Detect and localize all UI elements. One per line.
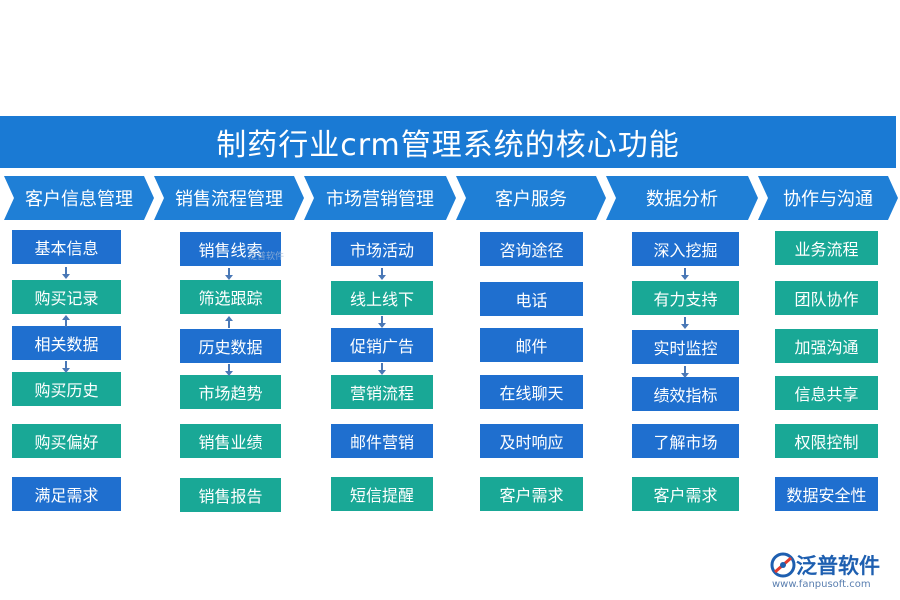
item-realtime-monitoring: 实时监控: [632, 330, 739, 364]
item-data-security: 数据安全性: [775, 477, 878, 511]
logo-brand-name: 泛普软件: [796, 554, 880, 578]
column-header-marketing: 市场营销管理: [304, 176, 456, 220]
title-bar: 制药行业crm管理系统的核心功能: [0, 116, 896, 168]
item-consult-channels: 咨询途径: [480, 232, 583, 266]
item-sms-reminder: 短信提醒: [331, 477, 433, 511]
diagram-title: 制药行业crm管理系统的核心功能: [216, 128, 680, 163]
item-history-data: 历史数据: [180, 329, 281, 363]
item-deep-mining: 深入挖掘: [632, 232, 739, 266]
column-header-customer-service: 客户服务: [456, 176, 606, 220]
item-timely-response: 及时响应: [480, 424, 583, 458]
item-business-process: 业务流程: [775, 231, 878, 265]
item-sales-performance: 销售业绩: [180, 424, 281, 458]
item-market-activity: 市场活动: [331, 232, 433, 266]
item-basic-info: 基本信息: [12, 230, 121, 264]
column-header-sales-process: 销售流程管理: [154, 176, 304, 220]
column-header-data-analysis: 数据分析: [606, 176, 758, 220]
item-online-chat: 在线聊天: [480, 375, 583, 409]
item-team-collaboration: 团队协作: [775, 281, 878, 315]
item-strong-support: 有力支持: [632, 281, 739, 315]
fanpu-logo-icon: [770, 552, 796, 578]
item-phone: 电话: [480, 282, 583, 316]
item-related-data: 相关数据: [12, 326, 121, 360]
item-sales-report: 销售报告: [180, 478, 281, 512]
item-market-trend: 市场趋势: [180, 375, 281, 409]
item-purchase-history: 购买历史: [12, 372, 121, 406]
item-permission-control: 权限控制: [775, 424, 878, 458]
item-filter-tracking: 筛选跟踪: [180, 280, 281, 314]
item-marketing-process: 营销流程: [331, 375, 433, 409]
item-email: 邮件: [480, 328, 583, 362]
item-purchase-preference: 购买偏好: [12, 424, 121, 458]
column-header-collaboration: 协作与沟通: [758, 176, 898, 220]
item-online-offline: 线上线下: [331, 281, 433, 315]
item-understand-market: 了解市场: [632, 424, 739, 458]
item-information-sharing: 信息共享: [775, 376, 878, 410]
brand-logo: 泛普软件 www.fanpusoft.com: [770, 552, 895, 597]
watermark-text: 泛普软件: [248, 252, 285, 262]
item-sales-leads: 销售线索: [180, 232, 281, 266]
item-strengthen-communication: 加强沟通: [775, 329, 878, 363]
item-customer-needs-analysis: 客户需求: [632, 477, 739, 511]
logo-url: www.fanpusoft.com: [772, 579, 871, 590]
item-meet-needs: 满足需求: [12, 477, 121, 511]
column-header-customer-info: 客户信息管理: [4, 176, 154, 220]
item-performance-indicators: 绩效指标: [632, 377, 739, 411]
item-customer-needs-service: 客户需求: [480, 477, 583, 511]
item-promotion-ads: 促销广告: [331, 328, 433, 362]
item-email-marketing: 邮件营销: [331, 424, 433, 458]
item-purchase-records: 购买记录: [12, 280, 121, 314]
